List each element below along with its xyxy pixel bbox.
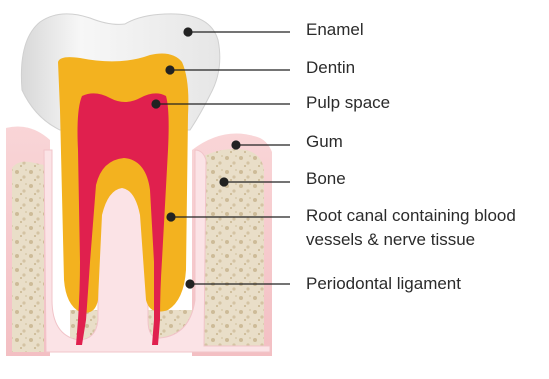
label-bone: Bone [306, 168, 346, 190]
label-periodontal-ligament: Periodontal ligament [306, 273, 461, 295]
label-root-canal-line2: vessels & nerve tissue [306, 229, 475, 251]
label-enamel: Enamel [306, 19, 364, 41]
label-gum: Gum [306, 131, 343, 153]
label-dentin: Dentin [306, 57, 355, 79]
label-pulp-space: Pulp space [306, 92, 390, 114]
label-root-canal-line1: Root canal containing blood [306, 205, 516, 227]
